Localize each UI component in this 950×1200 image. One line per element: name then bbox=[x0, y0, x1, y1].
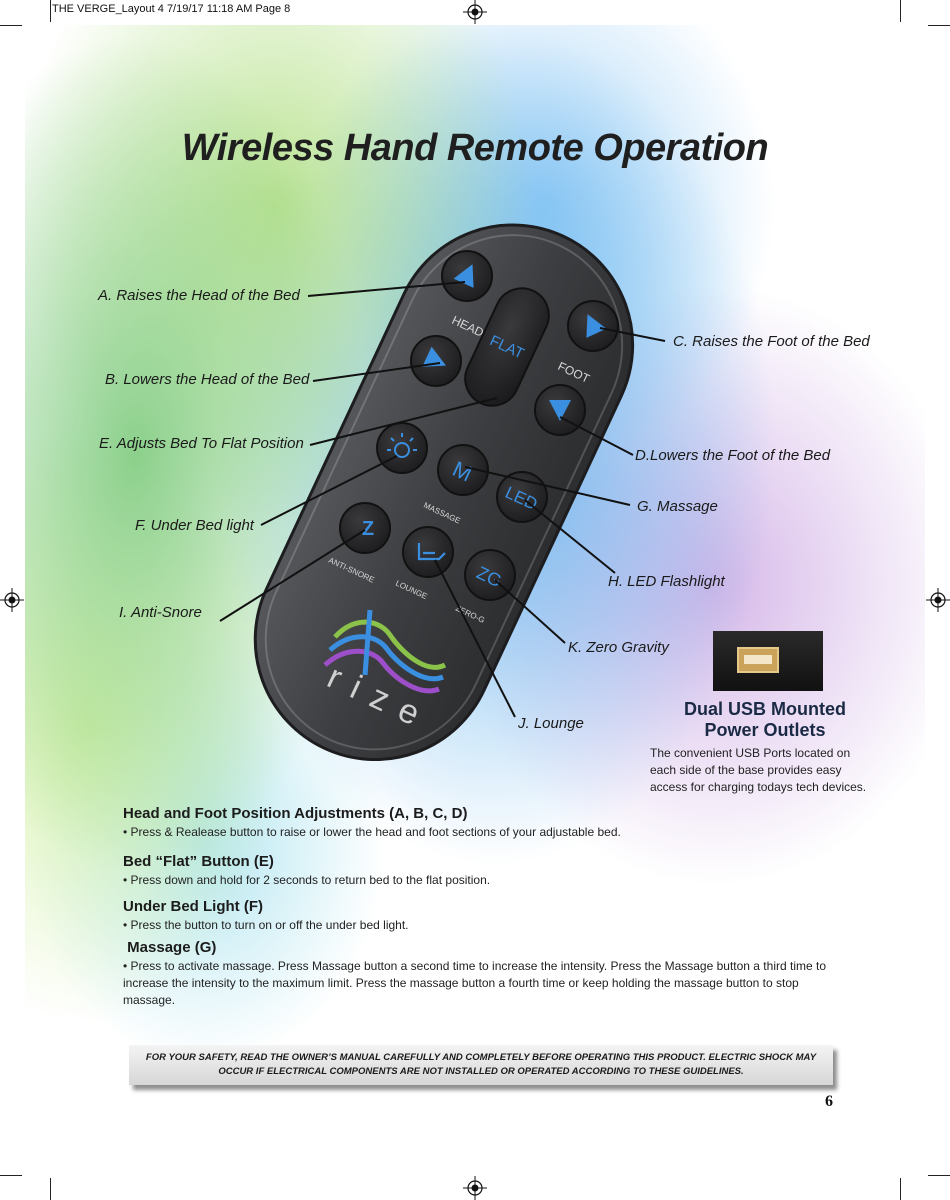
callout-f: F. Under Bed light bbox=[135, 517, 254, 534]
lounge-icon bbox=[417, 543, 446, 561]
led-flashlight-button[interactable] bbox=[496, 471, 548, 523]
crop-mark bbox=[900, 1178, 901, 1200]
callout-d: D.Lowers the Foot of the Bed bbox=[635, 447, 831, 464]
usb-port-photo bbox=[713, 631, 823, 691]
crop-mark bbox=[928, 25, 950, 26]
callout-e: E. Adjusts Bed To Flat Position bbox=[99, 435, 304, 452]
flat-button[interactable] bbox=[456, 279, 557, 414]
callout-i: I. Anti-Snore bbox=[119, 604, 202, 621]
callout-h: H. LED Flashlight bbox=[608, 573, 725, 590]
usb-port-icon bbox=[737, 647, 779, 673]
section-massage: Massage (G) • Press to activate massage.… bbox=[123, 939, 853, 1009]
crop-mark bbox=[0, 1175, 22, 1176]
registration-mark-icon bbox=[463, 1176, 487, 1200]
section-heading: Under Bed Light (F) bbox=[123, 898, 263, 915]
usb-description: The convenient USB Ports located on each… bbox=[650, 746, 867, 794]
section-heading: Head and Foot Position Adjustments (A, B… bbox=[123, 805, 468, 822]
arrow-down-icon bbox=[549, 400, 571, 421]
usb-title: Dual USB Mounted Power Outlets bbox=[645, 699, 885, 741]
callout-b: B. Lowers the Head of the Bed bbox=[105, 371, 310, 388]
usb-title-line1: Dual USB Mounted bbox=[684, 699, 846, 719]
section-text: • Press down and hold for 2 seconds to r… bbox=[123, 873, 491, 887]
callout-j: J. Lounge bbox=[518, 715, 584, 732]
callout-c: C. Raises the Foot of the Bed bbox=[673, 333, 870, 350]
section-light: Under Bed Light (F) • Press the button t… bbox=[123, 898, 853, 934]
section-text: • Press to activate massage. Press Massa… bbox=[123, 959, 826, 1007]
section-text: • Press the button to turn on or off the… bbox=[123, 918, 409, 932]
massage-button[interactable] bbox=[437, 444, 489, 496]
page-title: Wireless Hand Remote Operation bbox=[181, 127, 769, 169]
under-bed-light-button[interactable] bbox=[376, 422, 428, 474]
registration-mark-icon bbox=[926, 588, 950, 612]
arrow-up-icon bbox=[453, 264, 474, 288]
manual-page: Wireless Hand Remote Operation FLAT bbox=[25, 25, 925, 1175]
callout-g: G. Massage bbox=[637, 498, 718, 515]
usb-title-line2: Power Outlets bbox=[704, 720, 826, 740]
anti-snore-button[interactable] bbox=[339, 502, 391, 554]
rize-logo-icon bbox=[323, 609, 447, 694]
remote-illustration: FLAT HEAD FOOT M MASSAGE L bbox=[219, 223, 666, 762]
arrow-up-icon bbox=[586, 314, 607, 338]
section-heading: Bed “Flat” Button (E) bbox=[123, 853, 274, 870]
safety-warning: FOR YOUR SAFETY, READ THE OWNER’S MANUAL… bbox=[129, 1045, 833, 1085]
crop-mark bbox=[0, 25, 22, 26]
section-head-foot: Head and Foot Position Adjustments (A, B… bbox=[123, 805, 853, 841]
page-number: 6 bbox=[825, 1093, 833, 1110]
crop-mark bbox=[50, 0, 51, 22]
registration-mark-icon bbox=[463, 0, 487, 24]
section-heading: Massage (G) bbox=[123, 939, 217, 956]
arrow-down-icon bbox=[422, 346, 446, 367]
light-bulb-icon bbox=[387, 433, 417, 458]
crop-mark bbox=[900, 0, 901, 22]
section-text: • Press & Realease button to raise or lo… bbox=[123, 825, 621, 839]
remote-highlight bbox=[264, 234, 624, 751]
anti-snore-symbol: Z bbox=[362, 518, 374, 540]
callout-leaders bbox=[219, 281, 666, 718]
section-flat: Bed “Flat” Button (E) • Press down and h… bbox=[123, 853, 853, 889]
callout-a: A. Raises the Head of the Bed bbox=[98, 287, 300, 304]
registration-mark-icon bbox=[0, 588, 24, 612]
crop-mark bbox=[50, 1178, 51, 1200]
print-slug: THE VERGE_Layout 4 7/19/17 11:18 AM Page… bbox=[52, 3, 291, 15]
crop-mark bbox=[928, 1175, 950, 1176]
callout-k: K. Zero Gravity bbox=[568, 639, 669, 656]
